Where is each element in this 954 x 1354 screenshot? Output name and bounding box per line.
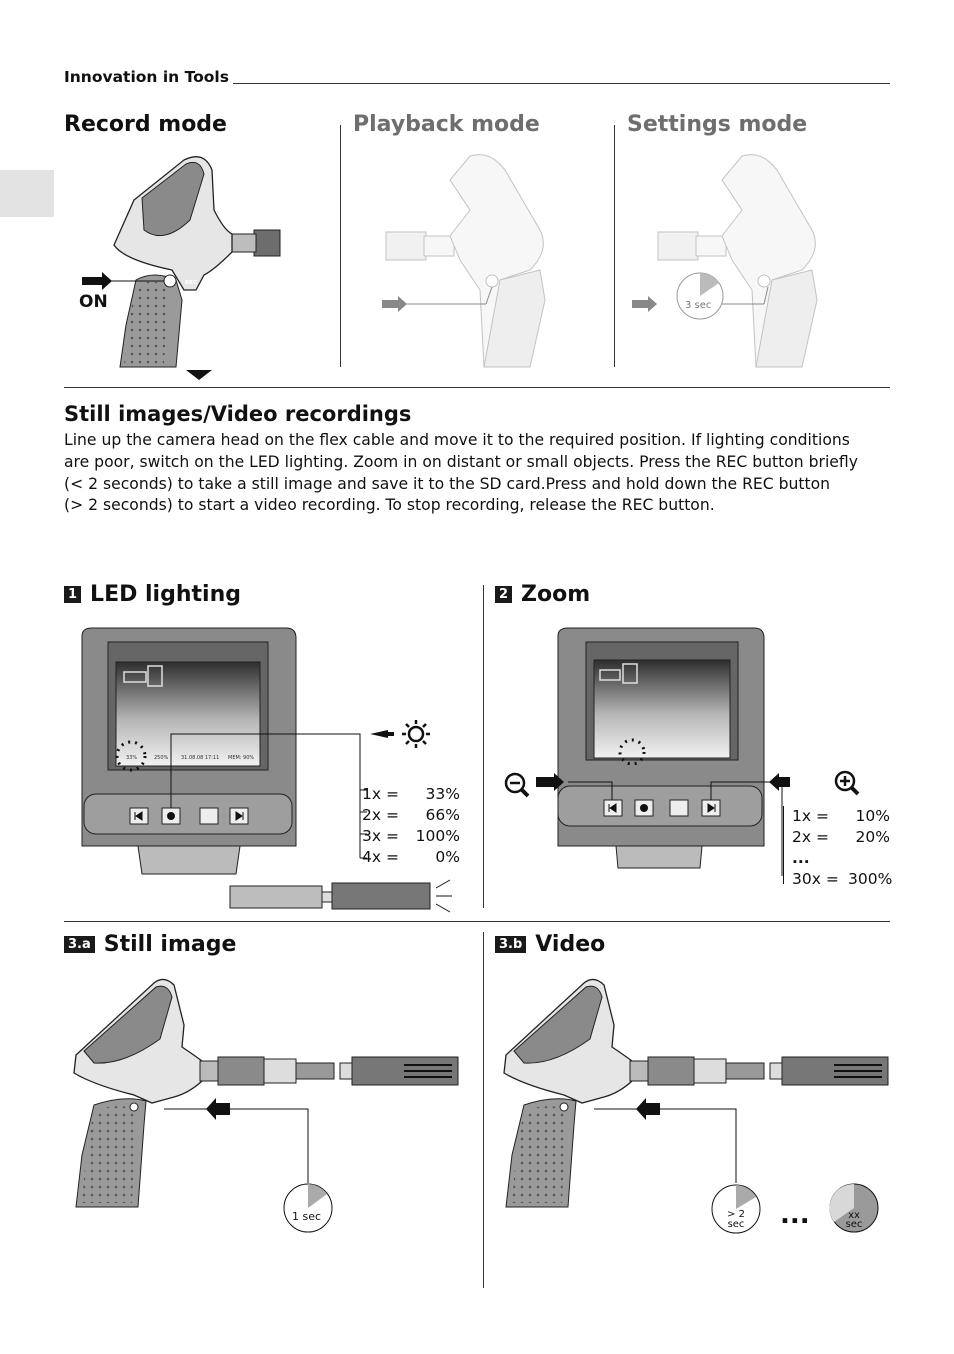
led-level-value: 33% <box>425 785 460 803</box>
arrow-left-icon <box>370 730 394 738</box>
zoom-levels-table: 1x = 10% 2x = 20% ... 30x = 300% <box>792 807 893 888</box>
instruction-line: Line up the camera head on the flex cabl… <box>64 431 850 449</box>
instruction-line: are poor, switch on the LED lighting. Zo… <box>64 452 858 471</box>
led-illustration: 33% 250% 31.08.08 17:11 MEM: 90% <box>81 627 452 913</box>
zoom-bracket <box>783 806 794 884</box>
arrow-left-icon <box>769 773 790 791</box>
section-divider <box>64 921 890 922</box>
highlight-circle <box>618 738 646 766</box>
zoom-level-key: ... <box>792 849 810 867</box>
zoom-level-key: 2x = <box>792 828 829 846</box>
led-level-value: 100% <box>415 827 460 845</box>
recording-section-title: Still images/Video recordings <box>64 402 412 426</box>
zoom-out-icon <box>504 772 530 798</box>
still-image-illustration: REC 1 sec <box>73 978 459 1233</box>
led-level-key: 2x = <box>362 806 399 824</box>
highlight-circle <box>115 740 147 772</box>
arrow-right-icon <box>632 296 657 312</box>
camera-head <box>229 885 323 909</box>
zoom-level-value <box>840 849 890 867</box>
video-timer-unit: sec <box>728 1219 745 1230</box>
still-image-timer-label: 1 sec <box>292 1210 321 1223</box>
still-image-heading: 3.a Still image <box>64 932 236 957</box>
zoom-title: Zoom <box>521 582 591 607</box>
recording-instructions: Line up the camera head on the flex cabl… <box>64 430 864 517</box>
trash-icon <box>669 799 689 817</box>
column-divider <box>483 932 484 1288</box>
column-divider <box>483 585 484 908</box>
zoom-level-key: 30x = <box>792 870 839 888</box>
screen-status-zoom: 250% <box>154 755 169 761</box>
step-number-badge: 3.a <box>64 936 95 953</box>
instruction-line: (< 2 seconds) to take a still image and … <box>64 474 831 493</box>
settings-mode-illustration: 3 sec <box>632 154 818 368</box>
screen-status-memory: MEM: 90% <box>228 755 254 761</box>
led-level-key: 3x = <box>362 827 399 845</box>
arrow-right-icon <box>536 773 564 791</box>
settings-mode-title: Settings mode <box>627 112 808 137</box>
playback-mode-title: Playback mode <box>353 112 540 137</box>
device-screen <box>593 659 731 759</box>
led-level-value: 0% <box>435 848 460 866</box>
arrow-right-icon <box>82 272 112 290</box>
camera-head <box>253 229 281 257</box>
instruction-line: (> 2 seconds) to start a video recording… <box>64 496 715 515</box>
ellipsis: ... <box>780 1200 810 1230</box>
arrow-left-icon <box>636 1098 660 1120</box>
step-number-badge: 2 <box>495 586 513 603</box>
record-mode-title: Record mode <box>64 112 227 137</box>
header-rule <box>233 83 890 84</box>
video-title: Video <box>535 932 606 957</box>
sun-icon <box>402 720 430 748</box>
led-title: LED lighting <box>90 582 241 607</box>
rec-label: REC <box>185 280 197 286</box>
settings-timer-label: 3 sec <box>685 300 711 311</box>
mode-divider <box>614 125 615 367</box>
arrow-left-icon <box>206 1098 230 1120</box>
led-levels-table: 1x = 33% 2x = 66% 3x = 100% 4x = 0% <box>362 785 460 866</box>
trash-icon <box>199 807 219 825</box>
mode-divider <box>340 125 341 367</box>
section-divider <box>64 387 890 388</box>
led-level-key: 4x = <box>362 848 399 866</box>
zoom-level-value: 20% <box>855 828 890 846</box>
zoom-in-icon <box>834 770 860 796</box>
screen-status-datetime: 31.08.08 17:11 <box>181 755 219 761</box>
device-screen <box>115 661 261 767</box>
screen-status-led: 33% <box>126 755 137 761</box>
on-label: ON <box>79 292 108 312</box>
still-image-title: Still image <box>103 932 237 957</box>
video-timer-label: > 2 <box>727 1209 745 1220</box>
video-heading: 3.b Video <box>495 932 605 957</box>
zoom-level-value: 300% <box>848 870 893 888</box>
zoom-illustration <box>504 627 790 876</box>
record-mode-illustration: REC ON <box>79 156 281 380</box>
zoom-level-key: 1x = <box>792 807 829 825</box>
arrow-right-icon <box>382 296 407 312</box>
led-level-value: 66% <box>425 806 460 824</box>
video-illustration: REC > 2 sec ... xx sec <box>503 978 889 1234</box>
step-number-badge: 3.b <box>495 936 527 953</box>
led-heading: 1 LED lighting <box>64 582 241 607</box>
zoom-level-value: 10% <box>855 807 890 825</box>
triangle-down-icon <box>186 370 212 380</box>
brand-header: Innovation in Tools <box>64 68 229 86</box>
side-tab <box>0 170 54 217</box>
zoom-heading: 2 Zoom <box>495 582 590 607</box>
step-number-badge: 1 <box>64 586 82 603</box>
playback-mode-illustration <box>382 154 546 368</box>
video-long-timer-label: xx <box>848 1210 860 1221</box>
rec-label: REC <box>578 1106 590 1112</box>
video-long-timer-unit: sec <box>846 1219 863 1230</box>
rec-label: REC <box>148 1106 160 1112</box>
led-level-key: 1x = <box>362 785 399 803</box>
